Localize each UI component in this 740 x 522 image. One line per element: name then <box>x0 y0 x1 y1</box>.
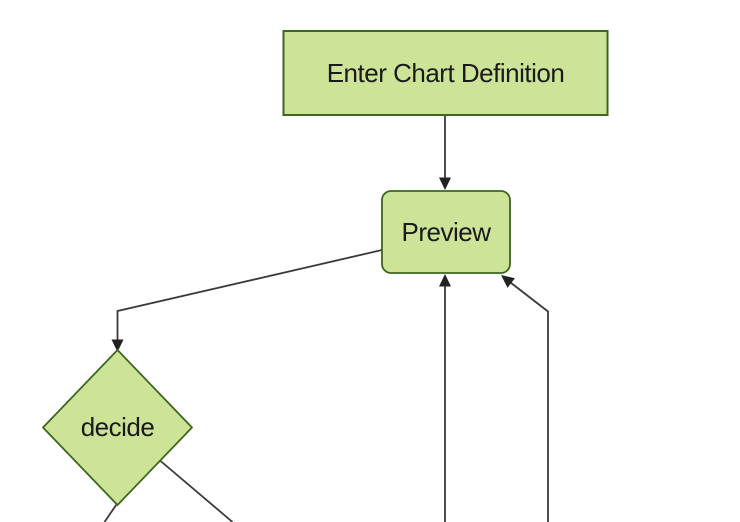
edge-bottom-to-preview-2-line <box>509 281 549 522</box>
arrowhead-down-icon <box>439 177 451 190</box>
node-preview: Preview <box>381 190 511 274</box>
edge-decide-to-offscreen-left-line <box>103 503 118 522</box>
edge-bottom-to-preview-2 <box>501 275 549 522</box>
edge-bottom-to-preview-1 <box>439 274 451 522</box>
arrowhead-up-icon <box>439 274 451 287</box>
node-enter-chart-definition-label: Enter Chart Definition <box>327 58 565 88</box>
node-decide: decide <box>42 349 193 506</box>
edge-enter-to-preview <box>439 115 451 190</box>
arrowhead-up-left-icon <box>501 275 515 288</box>
edge-preview-to-decide <box>111 249 383 352</box>
node-preview-shape <box>381 190 511 274</box>
node-preview-label: Preview <box>402 217 492 247</box>
node-decide-label: decide <box>81 412 155 442</box>
node-enter-chart-definition: Enter Chart Definition <box>282 30 609 116</box>
edge-preview-to-decide-line <box>116 249 383 341</box>
node-enter-chart-definition-shape <box>282 30 609 116</box>
edge-decide-to-offscreen-right-line <box>159 459 234 522</box>
node-decide-shape <box>42 349 193 506</box>
arrowhead-down-icon <box>111 339 124 352</box>
